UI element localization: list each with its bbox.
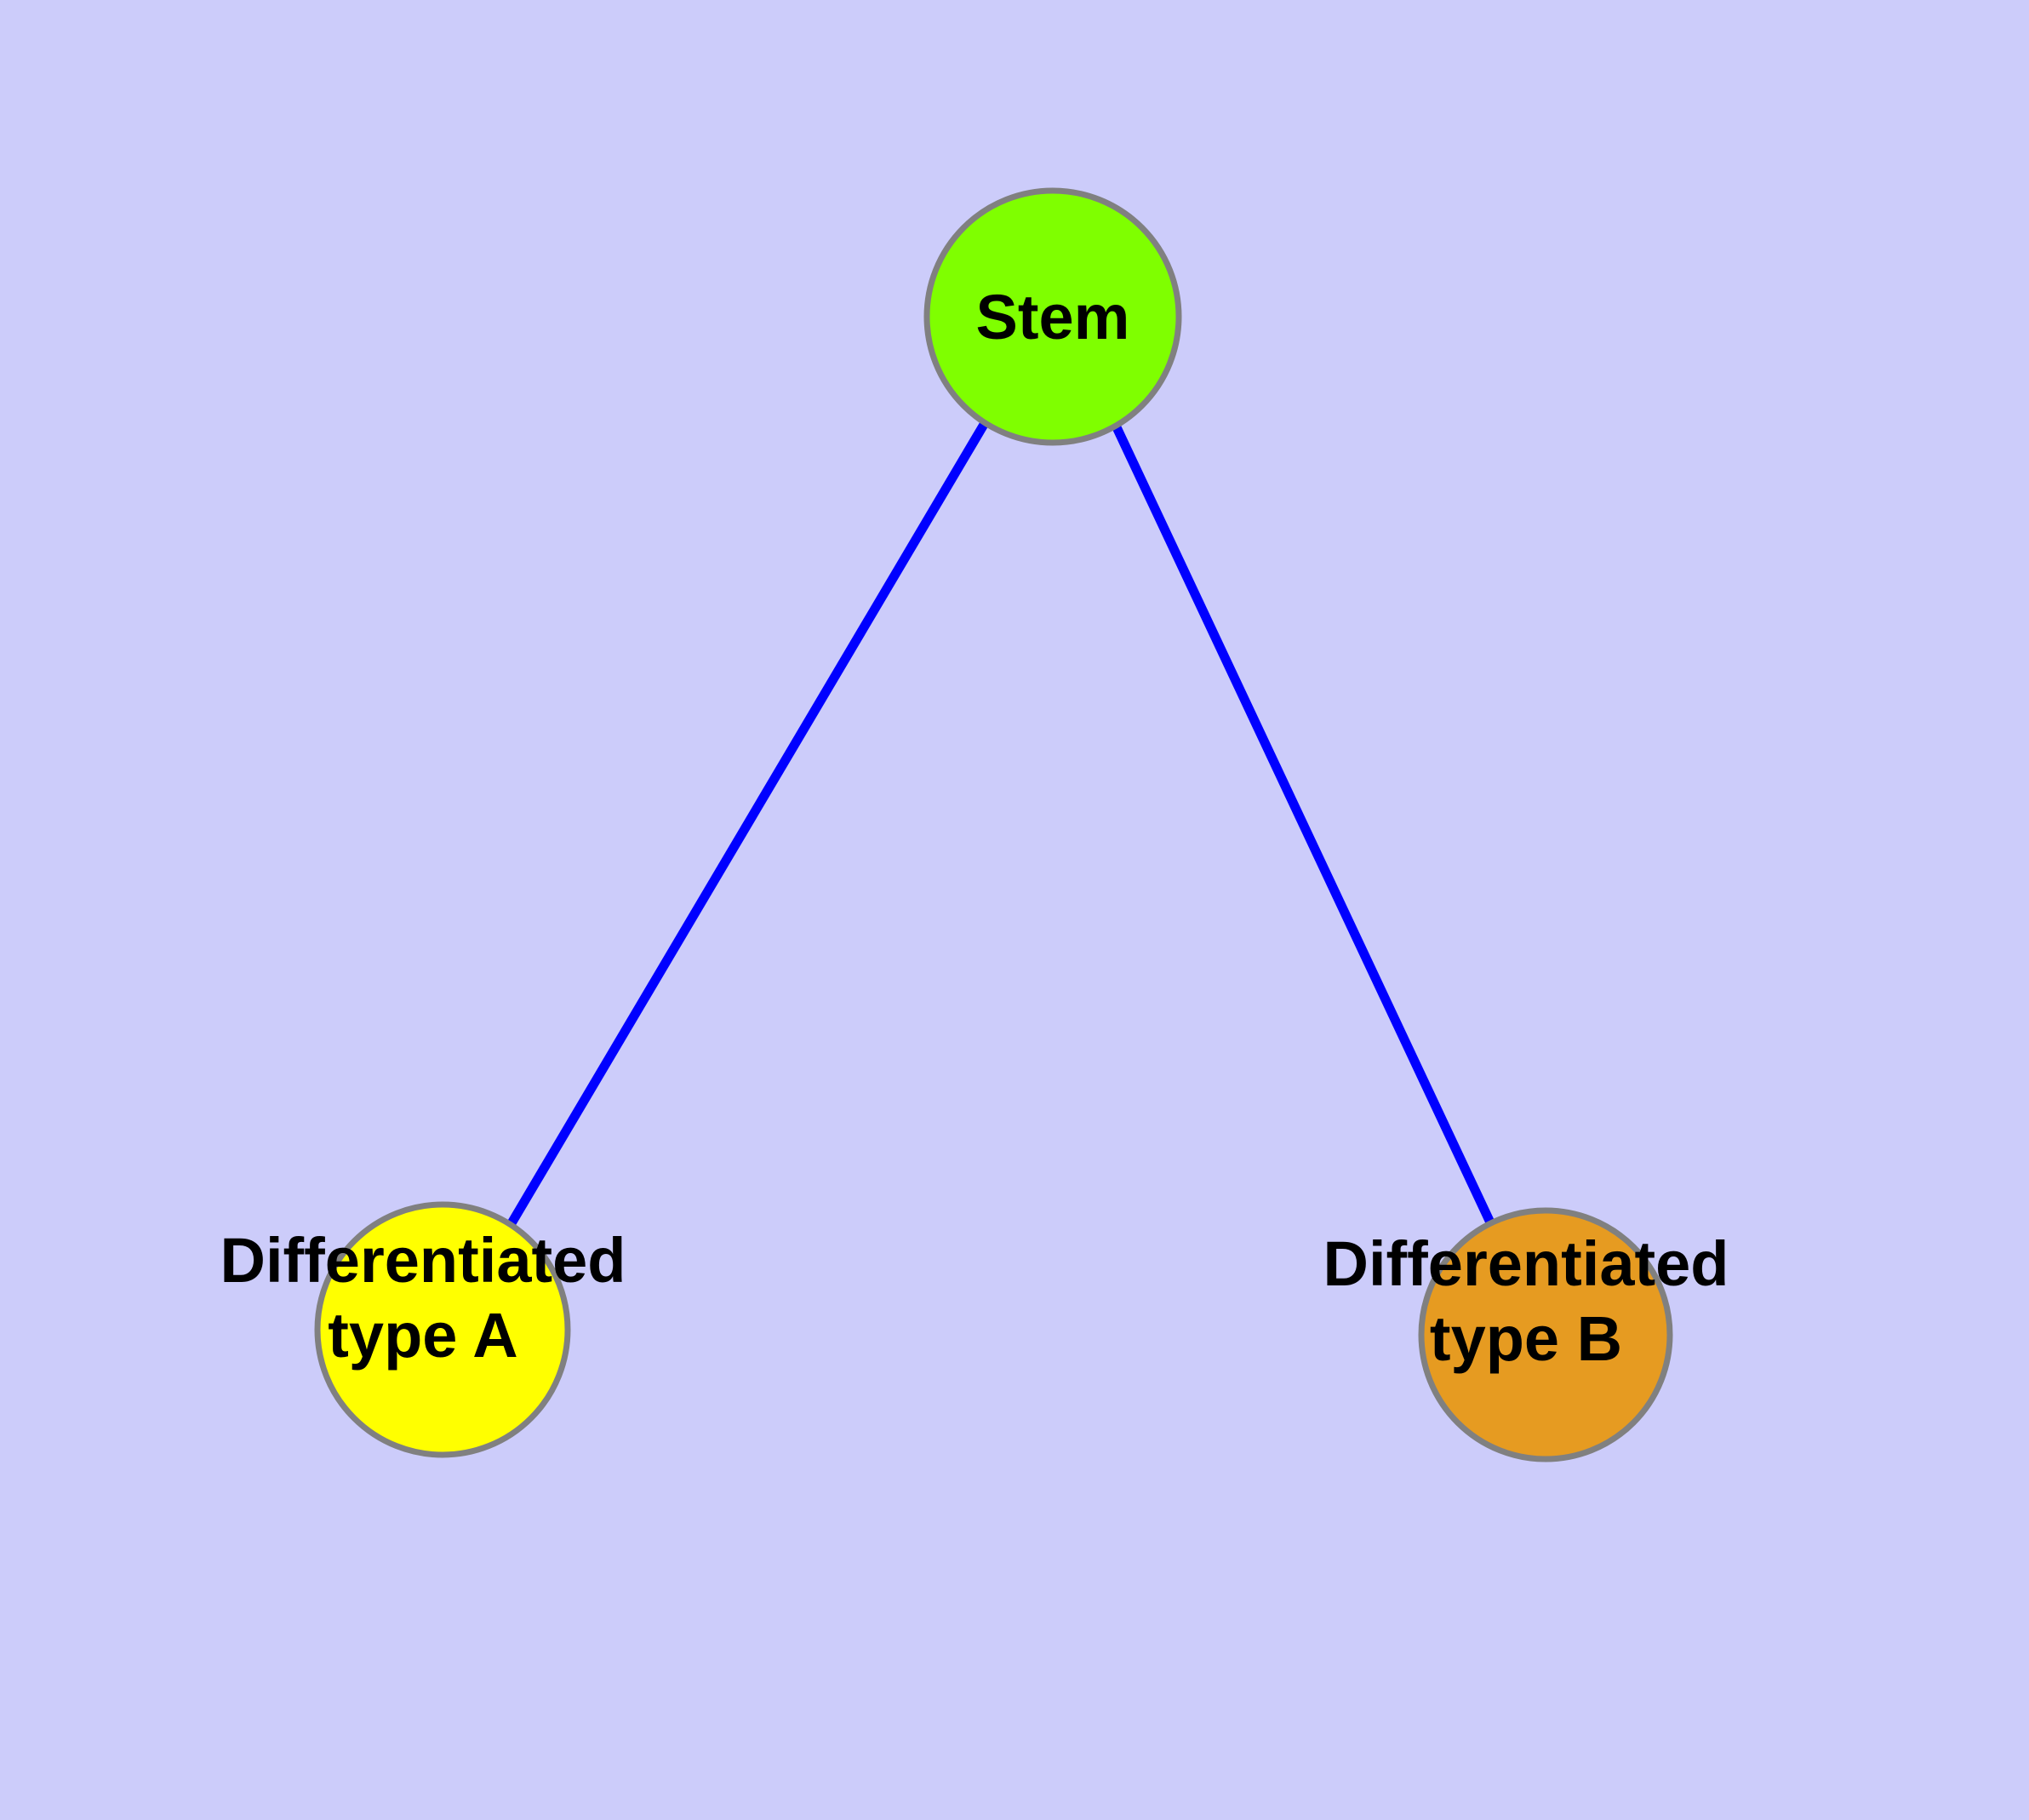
graph-edge-stem-to-diff_a[interactable]	[507, 421, 989, 1226]
node-label-line: Stem	[976, 282, 1130, 352]
edges-layer	[507, 421, 1495, 1226]
node-label-line: type A	[328, 1300, 517, 1371]
nodes-layer	[314, 187, 1673, 1462]
node-label-stem: Stem	[976, 282, 1130, 352]
graph-node-diff_b[interactable]	[1418, 1207, 1673, 1462]
node-label-line: type B	[1430, 1303, 1622, 1374]
node-label-line: Differentiated	[1323, 1228, 1729, 1299]
graph-node-diff_a[interactable]	[314, 1201, 571, 1458]
node-label-line: Differentiated	[220, 1225, 626, 1296]
graph-edge-stem-to-diff_b[interactable]	[1112, 425, 1495, 1225]
graph-node-stem[interactable]	[923, 187, 1182, 446]
